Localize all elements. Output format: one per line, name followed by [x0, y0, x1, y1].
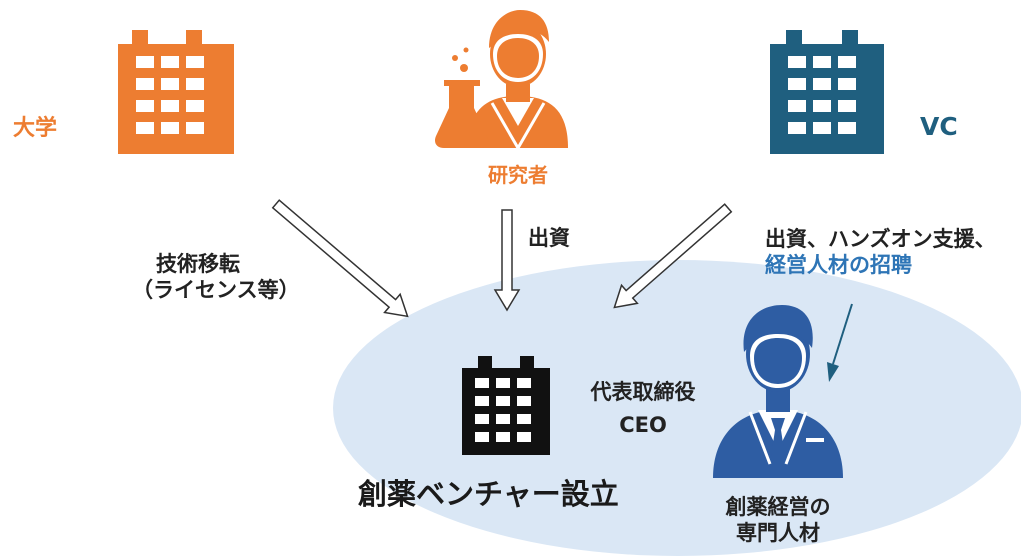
ceo-role-line2: CEO: [619, 412, 667, 437]
university-label: 大学: [13, 116, 58, 141]
ceo-role-line1: 代表取締役: [590, 380, 696, 404]
venture-building-icon: [462, 356, 550, 455]
businessman-icon: [713, 305, 843, 478]
talent-line1: 創薬経営の: [725, 495, 831, 519]
venture-ellipse: [333, 260, 1021, 556]
investment-label: 出資: [528, 226, 570, 250]
vc-support-label: 出資、ハンズオン支援、 経営人材の招聘: [765, 227, 996, 278]
vc-support-line2: 経営人材の招聘: [765, 252, 912, 277]
researcher-label: 研究者: [488, 163, 548, 187]
vc-building-icon: [770, 30, 884, 154]
ceo-role-label: 代表取締役 CEO: [568, 376, 718, 441]
tech-transfer-line2: （ライセンス等）: [132, 277, 300, 302]
tech-transfer-line1: 技術移転: [156, 252, 240, 276]
investment-arrow: [493, 209, 521, 312]
tech-transfer-label: 技術移転 （ライセンス等）: [132, 252, 300, 303]
venture-label: 創薬ベンチャー設立: [358, 477, 619, 511]
talent-pointer-arrow: [827, 303, 853, 382]
talent-label: 創薬経営の 専門人材: [696, 495, 860, 546]
vc-support-arrow: [613, 203, 733, 309]
vc-label: VC: [920, 112, 958, 141]
scientist-icon: [434, 10, 568, 149]
talent-line2: 専門人材: [736, 520, 820, 545]
tech-transfer-arrow: [271, 199, 409, 318]
vc-support-line1: 出資、ハンズオン支援、: [765, 227, 996, 251]
university-building-icon: [118, 30, 234, 154]
